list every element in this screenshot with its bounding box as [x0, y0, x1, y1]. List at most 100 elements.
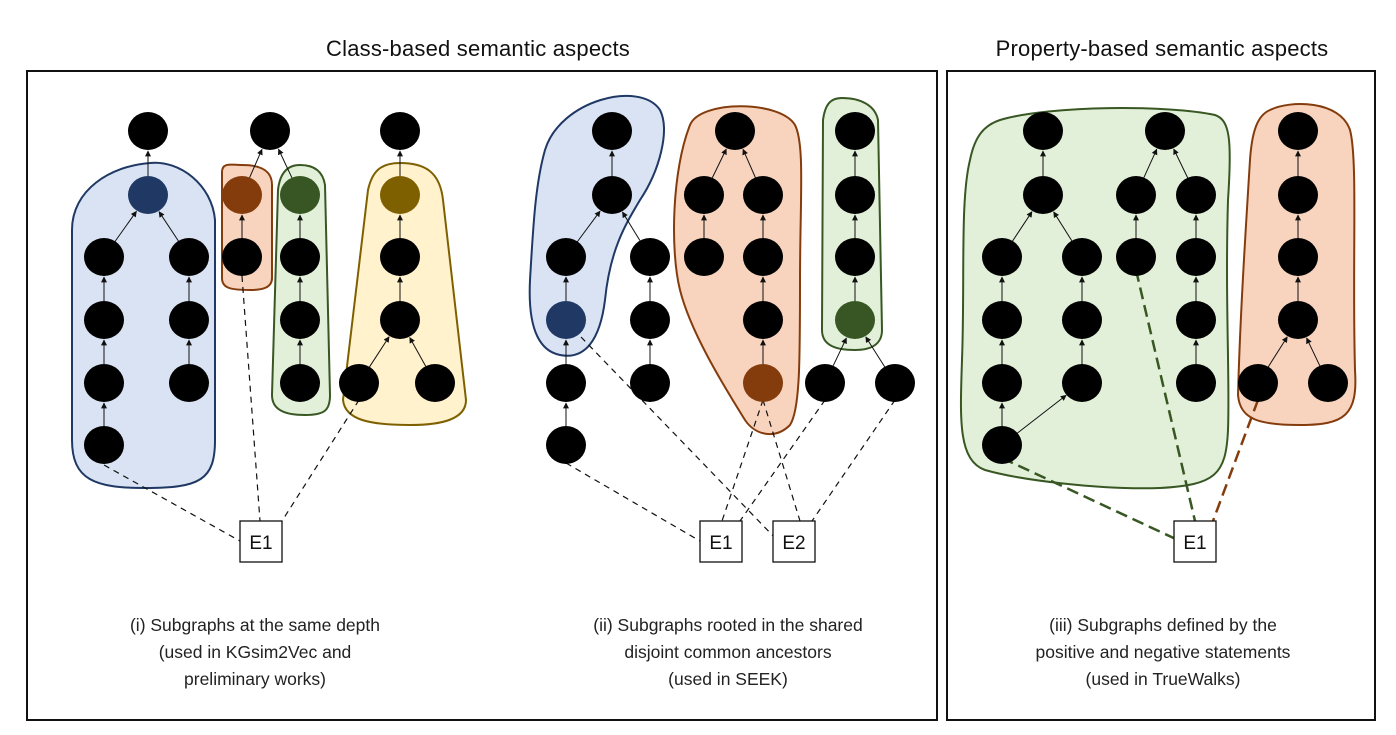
graph-edge: [1012, 211, 1033, 242]
entity-box-e1-panel-i: E1: [239, 520, 283, 563]
entity-box-e1-panel-iii: E1: [1173, 520, 1217, 563]
caption-line: (iii) Subgraphs defined by the: [1049, 615, 1277, 635]
class-node: [546, 364, 586, 402]
class-node: [982, 301, 1022, 339]
class-node: [169, 364, 209, 402]
class-node: [684, 238, 724, 276]
caption-line: (ii) Subgraphs rooted in the shared: [593, 615, 863, 635]
class-node: [546, 238, 586, 276]
property-based-panel: [946, 70, 1376, 721]
entity-label: E2: [782, 533, 805, 554]
graph-edge: [832, 337, 847, 367]
entity-link-lines: [103, 275, 896, 542]
class-node: [1176, 176, 1216, 214]
class-node: [84, 238, 124, 276]
ancestor-class-node: [546, 301, 586, 339]
caption-line: (i) Subgraphs at the same depth: [129, 615, 380, 635]
caption-subgraphs-same-depth: (i) Subgraphs at the same depth (used in…: [55, 612, 455, 693]
ancestor-class-node: [835, 301, 875, 339]
class-node: [1176, 364, 1216, 402]
ancestor-class-node: [222, 176, 262, 214]
class-node: [592, 176, 632, 214]
entity-label: E1: [249, 533, 272, 554]
class-node: [835, 176, 875, 214]
graph-edge: [409, 336, 427, 367]
class-node: [835, 112, 875, 150]
caption-subgraphs-common-ancestors: (ii) Subgraphs rooted in the shared disj…: [528, 612, 928, 693]
class-based-panel: [26, 70, 938, 721]
class-node: [835, 238, 875, 276]
entity-label: E1: [1183, 533, 1206, 554]
class-node: [1278, 301, 1318, 339]
graph-edge: [711, 148, 727, 179]
class-node: [280, 301, 320, 339]
class-node: [1116, 238, 1156, 276]
caption-line: preliminary works): [184, 669, 326, 689]
class-node: [222, 238, 262, 276]
graph-edge: [576, 210, 601, 243]
class-node: [380, 238, 420, 276]
class-node: [1308, 364, 1348, 402]
class-node: [1278, 112, 1318, 150]
class-node: [84, 301, 124, 339]
class-node: [415, 364, 455, 402]
class-node: [84, 364, 124, 402]
graph-edge: [1143, 148, 1158, 178]
class-based-heading: Class-based semantic aspects: [326, 36, 630, 61]
class-node: [380, 301, 420, 339]
class-node: [1116, 176, 1156, 214]
graph-edge: [865, 336, 886, 368]
class-node: [1062, 238, 1102, 276]
graph-edge: [1267, 336, 1288, 368]
class-node: [684, 176, 724, 214]
class-node: [1023, 176, 1063, 214]
class-node: [592, 112, 632, 150]
class-node: [546, 426, 586, 464]
class-node: [1278, 176, 1318, 214]
class-node: [1023, 112, 1063, 150]
subgraph-ii-blue: [528, 95, 665, 357]
class-node: [1278, 238, 1318, 276]
class-node: [1238, 364, 1278, 402]
graph-edge: [114, 210, 137, 242]
class-node: [169, 301, 209, 339]
class-node: [250, 112, 290, 150]
graph-edge: [622, 211, 641, 242]
positive-statement-links: [1001, 269, 1197, 543]
class-node: [982, 238, 1022, 276]
class-node: [280, 238, 320, 276]
class-node: [805, 364, 845, 402]
class-node: [128, 112, 168, 150]
class-node: [1176, 301, 1216, 339]
entity-box-e1-panel-ii: E1: [699, 520, 743, 563]
caption-line: (used in KGsim2Vec and: [158, 642, 352, 662]
caption-subgraphs-statements: (iii) Subgraphs defined by the positive …: [953, 612, 1373, 693]
class-node: [84, 426, 124, 464]
graph-nodes: [84, 112, 1348, 464]
graph-edge: [742, 148, 756, 178]
class-node: [169, 238, 209, 276]
ancestor-class-node: [280, 176, 320, 214]
graph-edge: [1306, 337, 1321, 367]
ancestor-class-node: [743, 364, 783, 402]
graph-edge: [1016, 394, 1067, 434]
class-node: [1062, 301, 1102, 339]
class-node: [982, 426, 1022, 464]
graph-edge: [249, 148, 263, 178]
class-node: [743, 301, 783, 339]
caption-line: disjoint common ancestors: [624, 642, 832, 662]
class-node: [1176, 238, 1216, 276]
caption-line: (used in SEEK): [668, 669, 788, 689]
class-node: [982, 364, 1022, 402]
caption-line: positive and negative statements: [1035, 642, 1291, 662]
class-node: [339, 364, 379, 402]
class-node: [743, 238, 783, 276]
class-node: [280, 364, 320, 402]
class-node: [630, 301, 670, 339]
graph-edge: [158, 211, 179, 242]
class-node: [630, 364, 670, 402]
caption-line: (used in TrueWalks): [1085, 669, 1241, 689]
class-node: [875, 364, 915, 402]
entity-box-e2-panel-ii: E2: [772, 520, 816, 563]
